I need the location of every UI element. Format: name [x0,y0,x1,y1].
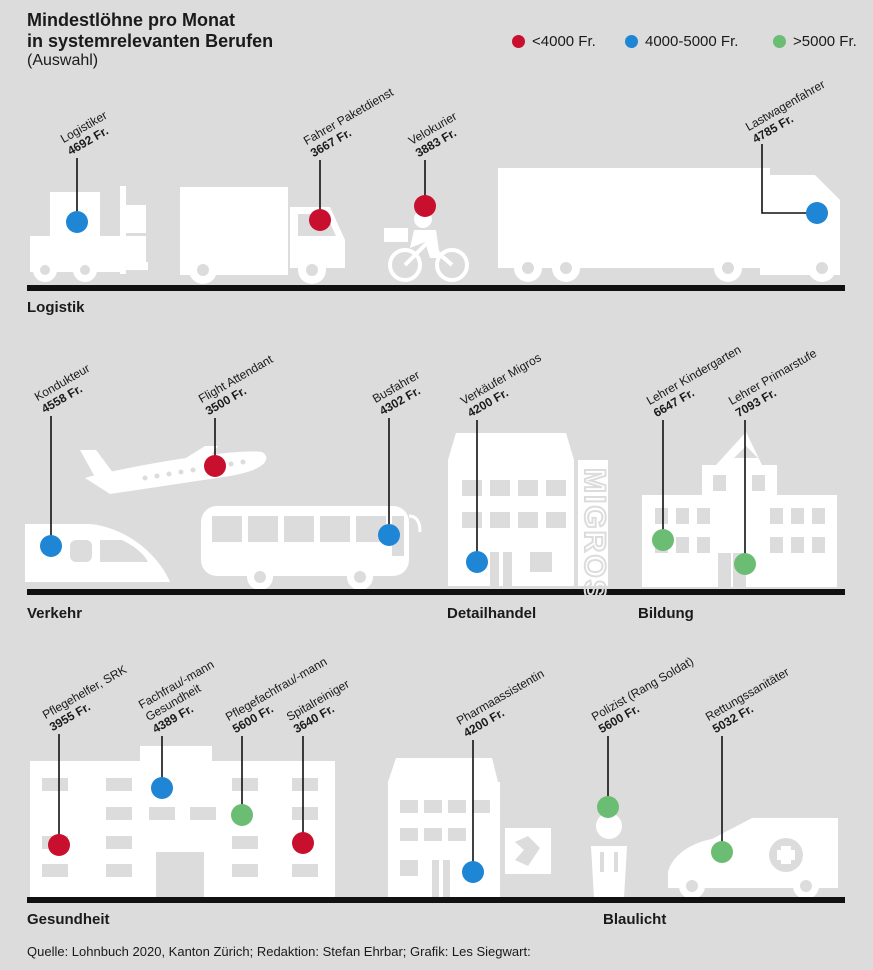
forklift-wheel-hubs [40,265,90,275]
pharmacy-windows [400,800,540,898]
school-building-icon [642,432,837,587]
section-label-verkehr: Verkehr [27,605,83,622]
legend-item-high: >5000 Fr. [773,31,857,51]
data-dot-lehrer-primarstufe [734,553,756,575]
section-label-gesundheit: Gesundheit [27,911,110,928]
data-dot-polizist-rang-soldat [597,796,619,818]
legend-label-mid: 4000-5000 Fr. [645,32,739,50]
semi-truck-icon [498,168,840,282]
data-dot-flight-attendant [204,455,226,477]
bike-courier-icon [384,210,469,282]
data-dot-lehrer-kindergarten [652,529,674,551]
data-dot-logistiker [66,211,88,233]
data-dot-rettungssanitäter [711,841,733,863]
airplane-icon [80,446,267,494]
baseline-logistik [27,285,845,291]
train-icon [25,524,170,582]
data-dot-kondukteur [40,535,62,557]
title-line-2: in systemrelevanten Berufen [27,31,274,51]
legend-label-low: <4000 Fr. [532,32,596,50]
leader-lines [50,144,817,872]
section-label-detailhandel: Detailhandel [447,605,537,622]
data-dot-verkäufer-migros [466,551,488,573]
legend-dot-high [773,34,786,48]
title-line-1: Mindestlöhne pro Monat [27,10,235,30]
legend-dot-mid [625,34,638,48]
chart-subtitle: (Auswahl) [27,52,99,69]
data-dot-lastwagenfahrer [806,202,828,224]
data-dot-busfahrer [378,524,400,546]
baseline-gesundheit [27,897,845,903]
police-details [600,852,618,872]
legend-dot-low [512,34,525,48]
section-label-bildung: Bildung [638,605,694,622]
data-dot-fahrer-paketdienst [309,209,331,231]
source-note: Quelle: Lohnbuch 2020, Kanton Zürich; Re… [27,944,531,959]
migros-sign: MIGROS [578,468,611,602]
data-dots [40,195,828,883]
section-label-logistik: Logistik [27,299,85,316]
legend-item-mid: 4000-5000 Fr. [625,31,738,51]
data-dot-pflegehelfer-srk [48,834,70,856]
airplane-windows [142,459,246,481]
ambulance-icon [668,818,838,899]
semi-truck-hubs [522,262,828,274]
train-windows [70,540,148,562]
school-windows [655,446,825,587]
data-dot-pflegefachfrau-mann [231,804,253,826]
data-dot-pharmaassistentin [462,861,484,883]
data-dot-velokurier [414,195,436,217]
chart-title: Mindestlöhne pro Monat in systemrelevant… [27,10,273,52]
police-officer-icon [591,813,627,898]
data-dot-fachfrau-mann-gesundheit [151,777,173,799]
section-label-blaulicht: Blaulicht [603,911,667,928]
data-dot-spitalreiniger [292,832,314,854]
legend-label-high: >5000 Fr. [793,32,857,50]
leader-line-lastwagenfahrer [761,144,817,214]
baseline-verkehr [27,589,845,595]
legend-item-low: <4000 Fr. [512,31,596,51]
